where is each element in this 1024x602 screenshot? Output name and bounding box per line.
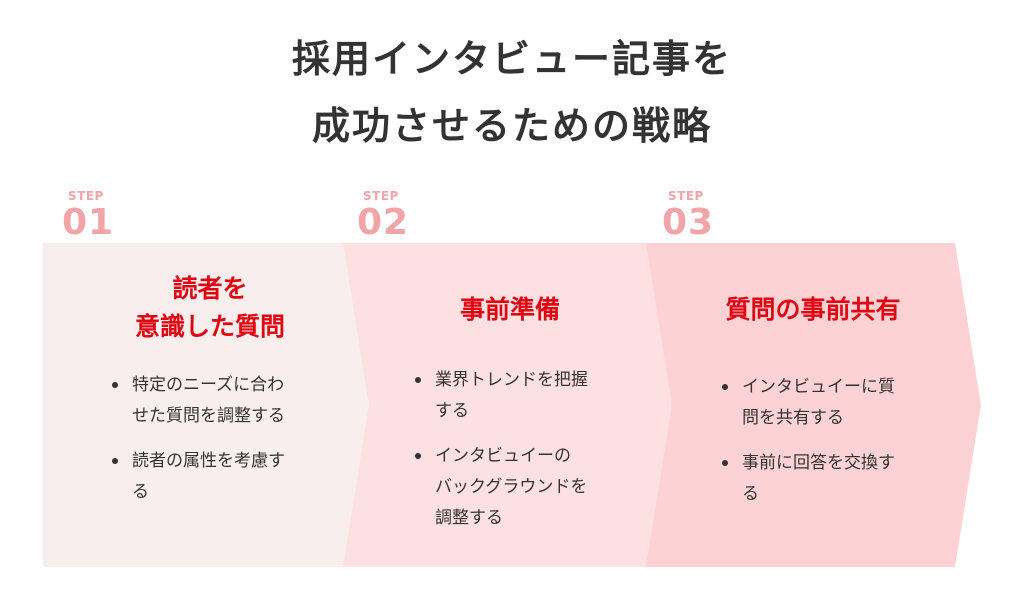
step-1-title: 読者を 意識した質問 — [60, 270, 360, 346]
step-3-bullet-list: インタビュイーに質 問を共有する 事前に回答を交換す る — [720, 372, 960, 524]
step-3-title: 質問の事前共有 — [668, 291, 958, 329]
bullet-dot-icon — [722, 384, 728, 390]
page-title-line-2: 成功させるための戦略 — [311, 104, 712, 148]
bullet-text-line: せた質問を調整する — [132, 406, 285, 426]
bullet-text-line: バックグラウンドを — [435, 477, 588, 497]
step-2-label: STEP — [363, 189, 399, 203]
list-item: インタビュイーの バックグラウンドを 調整する — [413, 441, 653, 534]
bullet-text-line: 事前に回答を交換す — [742, 453, 895, 473]
bullet-text-line: る — [132, 482, 149, 502]
bullet-dot-icon — [112, 382, 118, 388]
step-2-number: 02 — [357, 202, 410, 243]
list-item: 読者の属性を考慮す る — [110, 446, 350, 508]
step-1-title-line: 読者を — [172, 274, 248, 303]
step-1-number: 01 — [62, 202, 115, 243]
bullet-dot-icon — [415, 453, 421, 459]
bullet-dot-icon — [722, 460, 728, 466]
bullet-text-line: インタビュイーに質 — [742, 377, 895, 397]
step-2-title-line: 事前準備 — [459, 295, 560, 324]
bullet-text-line: 読者の属性を考慮す — [132, 451, 285, 471]
bullet-text-line: 業界トレンドを把握 — [435, 370, 588, 390]
list-item: 特定のニーズに合わ せた質問を調整する — [110, 370, 350, 432]
step-1-panel — [43, 243, 376, 567]
bullet-text-line: 特定のニーズに合わ — [132, 375, 285, 395]
step-2-panel — [343, 243, 678, 567]
step-3-number: 03 — [662, 202, 715, 243]
bullet-text-line: 問を共有する — [742, 408, 844, 428]
page-title-line-1: 採用インタビュー記事を — [291, 37, 732, 81]
step-3-label: STEP — [668, 189, 704, 203]
bullet-dot-icon — [415, 377, 421, 383]
bullet-dot-icon — [112, 458, 118, 464]
list-item: 業界トレンドを把握 する — [413, 365, 653, 427]
bullet-text-line: 調整する — [435, 508, 503, 528]
step-1-label: STEP — [68, 189, 104, 203]
list-item: 事前に回答を交換す る — [720, 448, 960, 510]
step-2-bullet-list: 業界トレンドを把握 する インタビュイーの バックグラウンドを 調整する — [413, 365, 653, 548]
step-3-title-line: 質問の事前共有 — [725, 295, 901, 324]
step-2-title: 事前準備 — [365, 291, 655, 329]
bullet-text-line: する — [435, 401, 469, 421]
step-3-panel — [646, 243, 981, 567]
step-1-bullet-list: 特定のニーズに合わ せた質問を調整する 読者の属性を考慮す る — [110, 370, 350, 522]
bullet-text-line: インタビュイーの — [435, 446, 571, 466]
step-1-title-line: 意識した質問 — [134, 312, 285, 341]
bullet-text-line: る — [742, 484, 759, 504]
list-item: インタビュイーに質 問を共有する — [720, 372, 960, 434]
